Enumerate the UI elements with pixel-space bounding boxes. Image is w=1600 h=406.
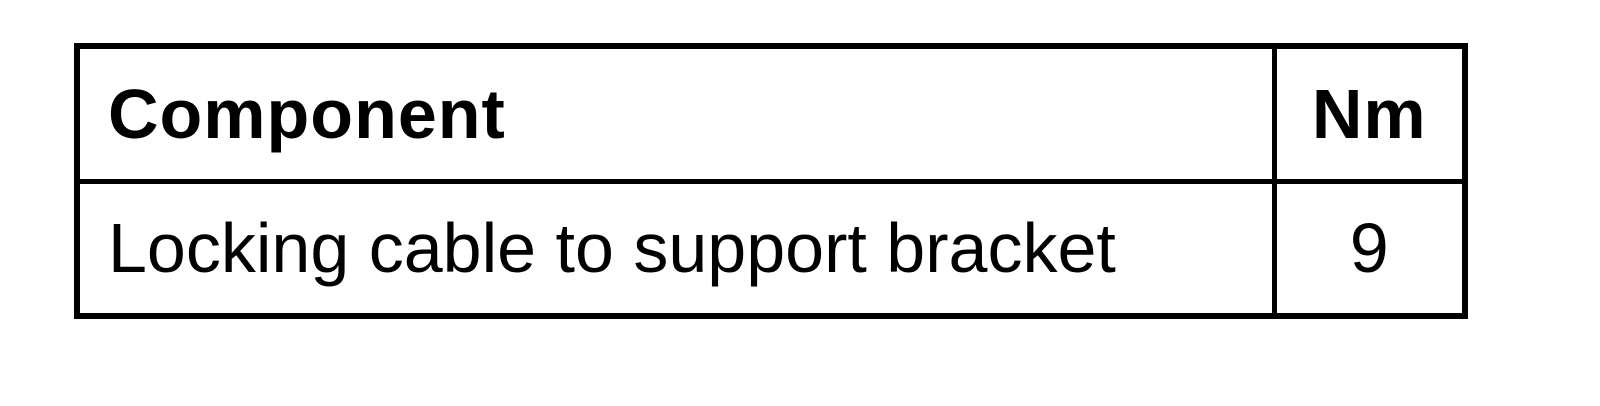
cell-nm: 9: [1271, 178, 1468, 319]
header-component: Component: [74, 43, 1277, 184]
header-nm: Nm: [1271, 43, 1468, 184]
table-row: Locking cable to support bracket 9: [74, 178, 1468, 319]
torque-table: Component Nm Locking cable to support br…: [74, 43, 1468, 319]
cell-component: Locking cable to support bracket: [74, 178, 1277, 319]
table-header-row: Component Nm: [74, 43, 1468, 184]
